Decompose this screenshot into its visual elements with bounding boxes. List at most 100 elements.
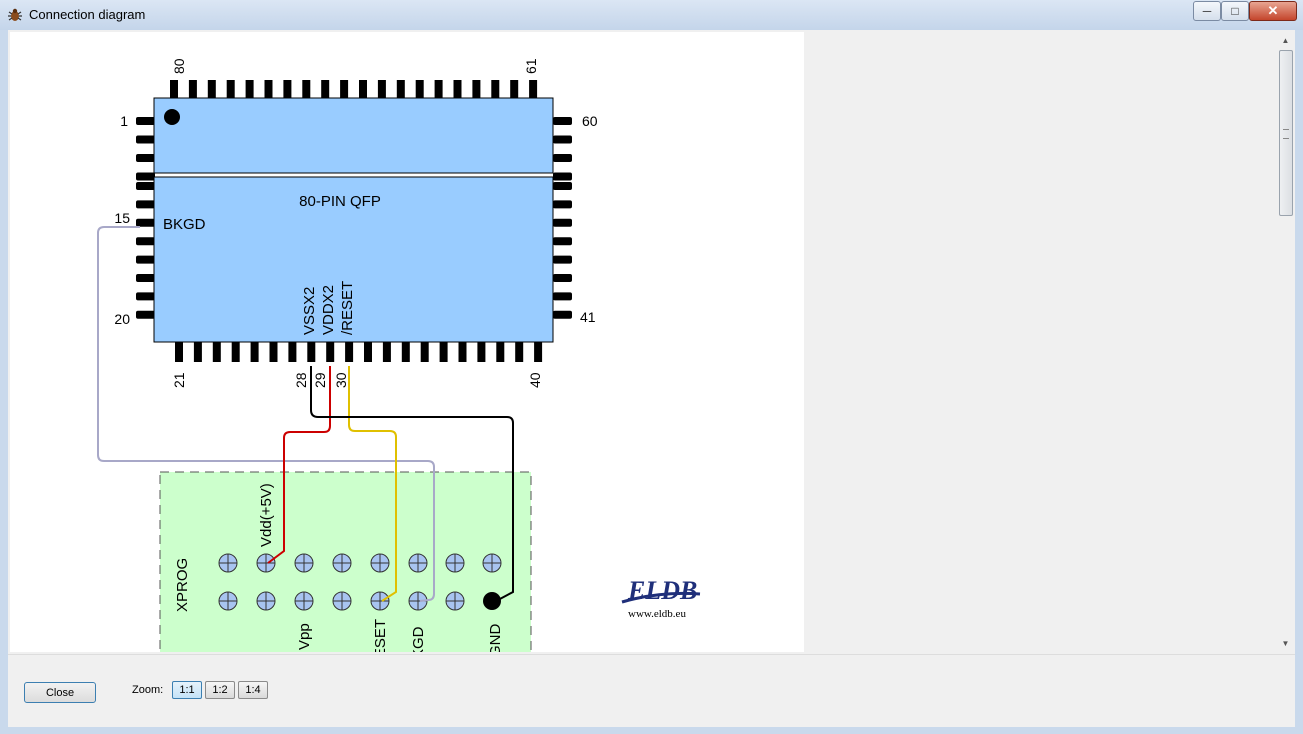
- chip-pin-bottom: [231, 342, 240, 362]
- wire-reset: [348, 366, 397, 602]
- chip-pin-bottom: [193, 342, 202, 362]
- chip-pin-top: [415, 80, 424, 99]
- chip-pin-right: [553, 172, 572, 181]
- chip-main-block: [153, 176, 554, 343]
- chip-pin-left: [136, 255, 155, 264]
- bug-icon: [8, 8, 22, 21]
- chip-pin-bottom: [326, 342, 335, 362]
- chip-pin-top: [510, 80, 519, 99]
- signal-label-reset: /RESET: [339, 281, 356, 335]
- chip-pin-top: [340, 80, 349, 99]
- chip-pin-right: [553, 255, 572, 264]
- chip-pins: [136, 80, 572, 362]
- zoom-1-2-button[interactable]: 1:2: [205, 681, 235, 699]
- maximize-button[interactable]: □: [1221, 1, 1249, 21]
- chip-pin-bottom: [212, 342, 221, 362]
- chip-pin-top: [245, 80, 254, 99]
- chip-pin-top: [321, 80, 330, 99]
- grip-icon: [1283, 129, 1289, 139]
- chip-pin-bottom: [288, 342, 297, 362]
- connector-label-gnd: GND: [487, 624, 504, 653]
- window-title: Connection diagram: [29, 7, 146, 22]
- connector-pad: [294, 553, 314, 573]
- chip-label: 80-PIN QFP: [299, 193, 381, 210]
- pin-number-21: 21: [171, 372, 187, 388]
- connector-pad: [256, 553, 276, 573]
- title-bar[interactable]: Connection diagram ─ □ ✕: [0, 0, 1303, 30]
- maximize-icon: □: [1231, 4, 1239, 18]
- logo-swoosh: [621, 591, 701, 604]
- chip-pin-bottom: [345, 342, 354, 362]
- chip-pin-left: [136, 154, 155, 162]
- pin-number-28: 28: [293, 372, 309, 388]
- chip-pin-top: [359, 80, 367, 99]
- scroll-up-arrow-icon[interactable]: ▲: [1281, 36, 1290, 45]
- chip-pin-left: [136, 182, 155, 190]
- connector-label-reset: RESET: [372, 619, 389, 652]
- pin-number-20: 20: [114, 311, 130, 327]
- chip-pin-bottom: [250, 342, 259, 362]
- minimize-button[interactable]: ─: [1193, 1, 1221, 21]
- chip-pin-bottom: [534, 342, 543, 362]
- zoom-1-4-button[interactable]: 1:4: [238, 681, 268, 699]
- pin1-marker: [164, 109, 180, 125]
- connector-pad: [294, 591, 314, 611]
- connector-label-vdd: Vdd(+5V): [258, 483, 275, 547]
- chip-pin-top: [396, 80, 405, 99]
- chip-pin-bottom: [439, 342, 448, 362]
- scroll-down-arrow-icon[interactable]: ▼: [1281, 639, 1290, 648]
- connector-pad: [408, 591, 428, 611]
- connector-pad: [482, 553, 502, 573]
- pin-number-29: 29: [312, 372, 328, 388]
- eldb-logo: ELDB www.eldb.eu: [621, 576, 701, 620]
- signal-label-vddx2: VDDX2: [320, 285, 337, 335]
- pin-number-1: 1: [120, 113, 128, 129]
- wire-bkgd: [97, 226, 435, 602]
- chip-pin-right: [553, 117, 572, 125]
- chip-pin-top: [264, 80, 273, 99]
- chip-pin-top: [453, 80, 462, 99]
- chip-pin-top: [472, 80, 481, 99]
- scrollbar-thumb[interactable]: [1279, 50, 1293, 216]
- connector-pad: [332, 591, 352, 611]
- chip-pin-left: [136, 218, 155, 227]
- close-button[interactable]: Close: [24, 682, 96, 703]
- chip-pin-left: [136, 237, 155, 246]
- chip-pin-bottom: [515, 342, 524, 362]
- connector-pad: [445, 591, 465, 611]
- wire-vdd: [267, 366, 331, 564]
- connector-pad: [408, 553, 428, 573]
- client-area: 80-PIN QFP BKGD VSSX2 VDDX2 /RESET 80 61…: [8, 30, 1295, 727]
- chip-pin-top: [188, 80, 197, 99]
- chip-pin-bottom: [477, 342, 486, 362]
- chip-pin-right: [553, 135, 572, 144]
- chip-pin-left: [136, 135, 155, 144]
- pin-number-60: 60: [582, 113, 598, 129]
- chip-pin-bottom: [496, 342, 505, 362]
- chip-pin-right: [553, 292, 572, 301]
- connector-pad: [445, 553, 465, 573]
- chip-pin-bottom: [401, 342, 410, 362]
- bottom-toolbar: Close Zoom: 1:1 1:2 1:4: [8, 654, 1295, 727]
- zoom-label: Zoom:: [132, 684, 164, 696]
- eldb-logo-text: ELDB: [627, 576, 697, 605]
- close-window-button[interactable]: ✕: [1249, 1, 1297, 21]
- chip-pin-bottom: [175, 342, 183, 362]
- pin-number-80: 80: [171, 58, 187, 74]
- connector-pad: [370, 591, 390, 611]
- signal-label-vssx2: VSSX2: [301, 287, 318, 335]
- chip-top-block: [153, 97, 554, 174]
- signal-label-bkgd: BKGD: [163, 216, 206, 233]
- chip-pin-bottom: [420, 342, 429, 362]
- chip-pin-bottom: [269, 342, 278, 362]
- vertical-scrollbar[interactable]: ▲ ▼: [1277, 32, 1294, 652]
- chip-pin-top: [226, 80, 235, 99]
- zoom-1-1-button[interactable]: 1:1: [172, 681, 202, 699]
- chip-pin-left: [136, 274, 155, 282]
- chip-pin-bottom: [382, 342, 391, 362]
- chip-pin-left: [136, 200, 155, 209]
- eldb-logo-url: www.eldb.eu: [628, 608, 686, 620]
- chip-pin-left: [136, 172, 155, 181]
- chip-pin-bottom: [307, 342, 316, 362]
